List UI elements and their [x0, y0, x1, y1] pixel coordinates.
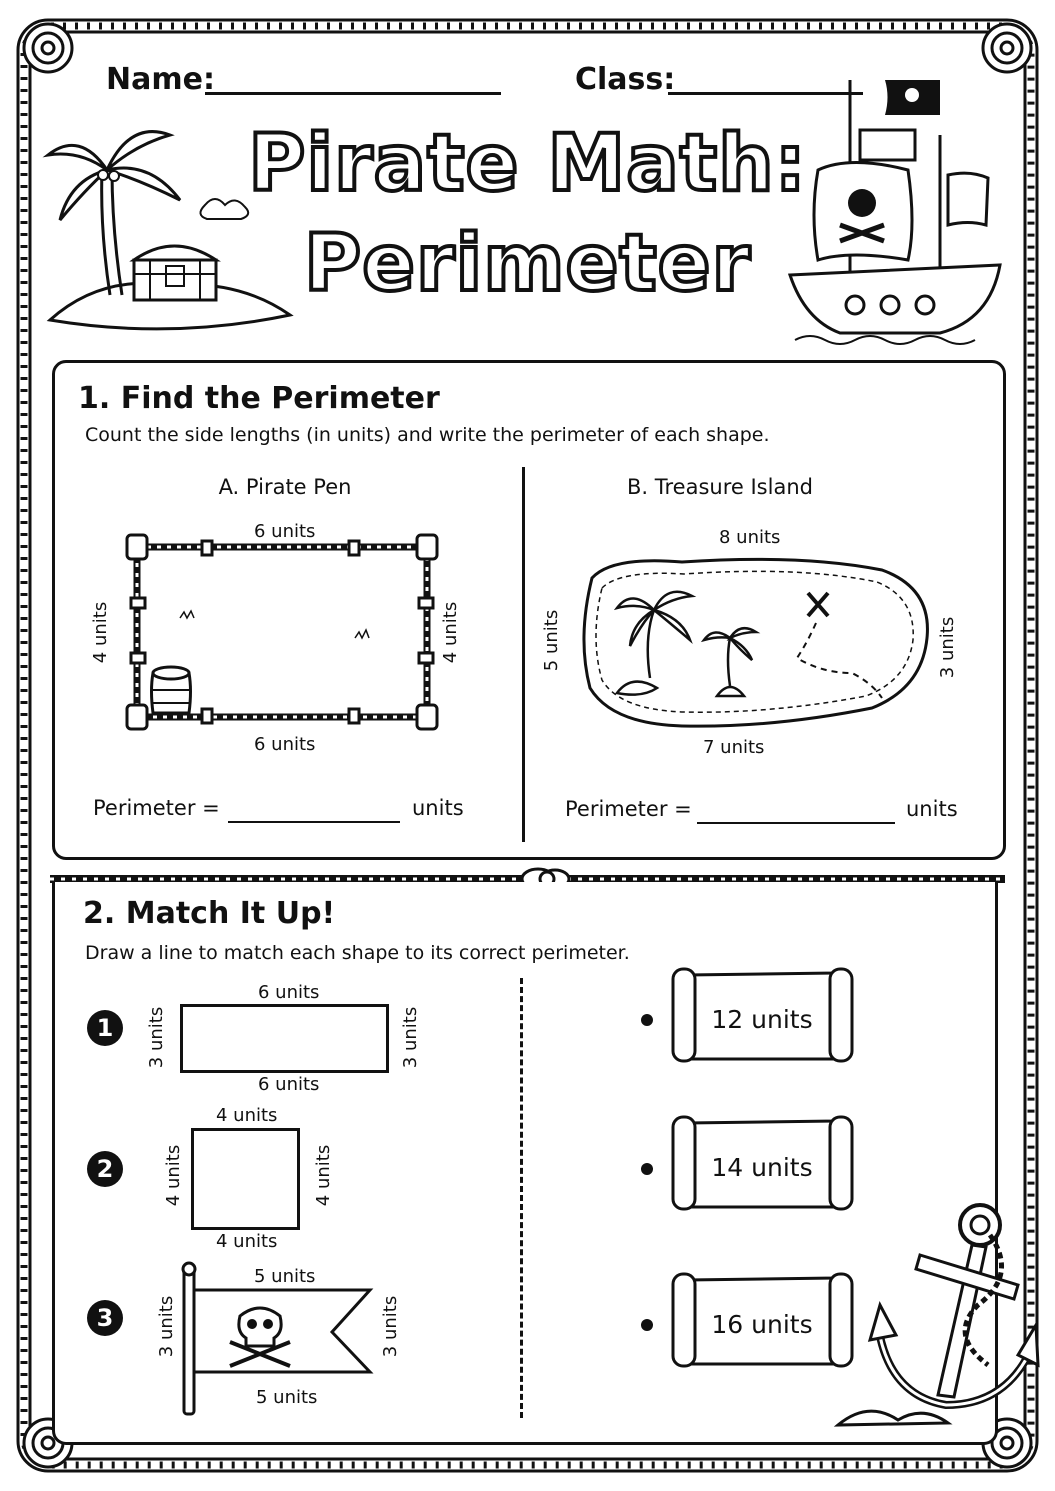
- shape-a-right-label: 4 units: [440, 601, 462, 664]
- shape-2-square[interactable]: [191, 1128, 300, 1230]
- section-1-instruction: Count the side lengths (in units) and wr…: [85, 424, 770, 446]
- shape-a-answer-field[interactable]: [228, 821, 400, 823]
- answer-2-label[interactable]: 14 units: [711, 1153, 813, 1182]
- shape-a-caption: A. Pirate Pen: [218, 475, 352, 499]
- section-1-title: 1. Find the Perimeter: [78, 381, 440, 416]
- name-field[interactable]: [205, 92, 501, 95]
- section-2-number: 2.: [83, 896, 116, 931]
- answer-1-dot[interactable]: [641, 1014, 653, 1026]
- palm-tree-icon: [42, 130, 294, 331]
- anchor-icon: [833, 1203, 1040, 1427]
- shape-3-right-label: 3 units: [380, 1295, 402, 1358]
- treasure-x-icon: [806, 591, 830, 618]
- skull-crossbones-icon: [229, 1306, 291, 1368]
- title-line-1: Pirate Math:: [246, 119, 808, 209]
- answer-1-label[interactable]: 12 units: [711, 1005, 813, 1034]
- shape-2-left-label: 4 units: [163, 1144, 185, 1207]
- shape-1-left-label: 3 units: [146, 1006, 168, 1069]
- pirate-ship-icon: [787, 80, 1002, 345]
- shape-1-bottom-label: 6 units: [258, 1074, 320, 1095]
- shape-2-badge: 2: [87, 1151, 123, 1187]
- scroll-icon: [671, 1272, 854, 1368]
- shape-b-left-label: 5 units: [541, 609, 563, 672]
- shape-a-unit-label: units: [412, 796, 464, 820]
- shape-2-bottom-label: 4 units: [216, 1231, 278, 1252]
- section-2-heading: Match It Up!: [125, 896, 336, 931]
- treasure-island-map: [582, 557, 929, 728]
- section-1-heading: Find the Perimeter: [120, 381, 440, 416]
- shape-3-top-label: 5 units: [254, 1266, 316, 1287]
- shape-a-left-label: 4 units: [90, 601, 112, 664]
- shape-3-bottom-label: 5 units: [256, 1387, 318, 1408]
- shape-3-badge: 3: [87, 1300, 123, 1336]
- shape-1-badge: 1: [87, 1010, 123, 1046]
- shape-a-perimeter-label: Perimeter =: [93, 796, 220, 820]
- answer-3-dot[interactable]: [641, 1319, 653, 1331]
- title-line-2: Perimeter: [302, 219, 752, 309]
- rope-fence-pen: [125, 533, 439, 731]
- shape-2-right-label: 4 units: [313, 1144, 335, 1207]
- shape-b-answer-field[interactable]: [697, 822, 895, 824]
- treasure-chest-icon: [129, 244, 221, 302]
- shape-3-left-label: 3 units: [156, 1295, 178, 1358]
- shape-b-unit-label: units: [906, 797, 958, 821]
- section-2-title: 2. Match It Up!: [83, 896, 335, 931]
- name-label: Name:: [106, 62, 215, 97]
- scroll-icon: [671, 1115, 854, 1211]
- shape-a-top-label: 6 units: [254, 521, 316, 542]
- shape-3-pirate-flag[interactable]: [180, 1261, 380, 1417]
- class-label: Class:: [575, 62, 676, 97]
- shape-1-rectangle[interactable]: [180, 1004, 389, 1073]
- shape-b-bottom-label: 7 units: [703, 737, 765, 758]
- section-2-instruction: Draw a line to match each shape to its c…: [85, 942, 630, 964]
- shape-b-top-label: 8 units: [719, 527, 781, 548]
- shape-b-caption: B. Treasure Island: [627, 475, 813, 499]
- answer-3-label[interactable]: 16 units: [711, 1310, 813, 1339]
- barrel-icon: [150, 665, 192, 715]
- section-1-number: 1.: [78, 381, 111, 416]
- answer-2-dot[interactable]: [641, 1163, 653, 1175]
- shape-a-bottom-label: 6 units: [254, 734, 316, 755]
- class-field[interactable]: [668, 92, 863, 95]
- scroll-icon: [671, 967, 854, 1063]
- shape-2-top-label: 4 units: [216, 1105, 278, 1126]
- section-2-divider: [520, 978, 523, 1418]
- shape-b-perimeter-label: Perimeter =: [565, 797, 692, 821]
- section-1-divider: [522, 467, 525, 842]
- shape-1-right-label: 3 units: [400, 1006, 422, 1069]
- shape-1-top-label: 6 units: [258, 982, 320, 1003]
